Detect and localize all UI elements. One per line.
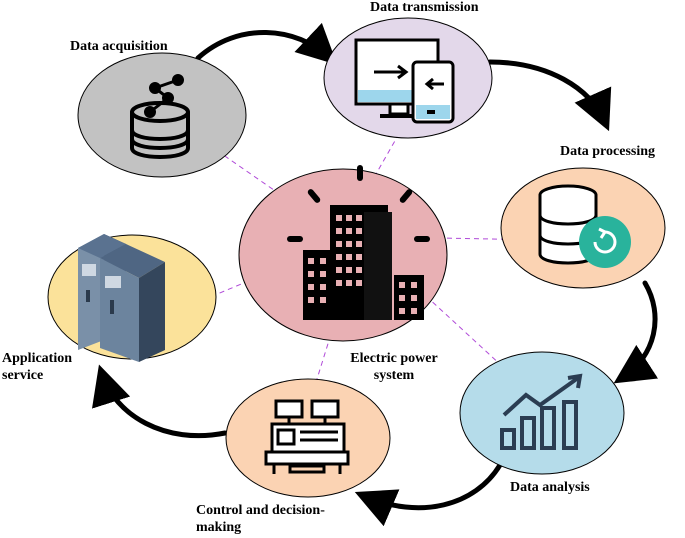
label-processing: Data processing bbox=[560, 144, 656, 159]
server-rack-icon bbox=[78, 234, 165, 362]
label-acquisition: Data acquisition bbox=[70, 39, 168, 54]
arrow-transmission-to-processing bbox=[487, 59, 612, 132]
control-console-icon bbox=[264, 399, 350, 474]
label-analysis: Data analysis bbox=[510, 480, 590, 495]
label-center: Electric power system bbox=[350, 351, 438, 383]
arrow-control-to-application bbox=[92, 364, 228, 439]
arrow-analysis-to-control bbox=[354, 462, 503, 527]
label-control: Control and decision- making bbox=[196, 503, 325, 535]
flow-arrows bbox=[92, 22, 659, 527]
database-network-icon bbox=[130, 74, 190, 159]
label-application: Application service bbox=[2, 351, 73, 383]
monitor-tablet-icon bbox=[354, 38, 455, 124]
label-transmission: Data transmission bbox=[370, 0, 479, 15]
database-refresh-icon bbox=[538, 184, 631, 268]
growth-chart-icon bbox=[500, 373, 583, 450]
power-building-icon bbox=[287, 165, 430, 320]
arrow-acquisition-to-transmission bbox=[195, 22, 338, 65]
node-acquisition bbox=[77, 52, 247, 178]
arrow-processing-to-analysis bbox=[613, 280, 659, 384]
